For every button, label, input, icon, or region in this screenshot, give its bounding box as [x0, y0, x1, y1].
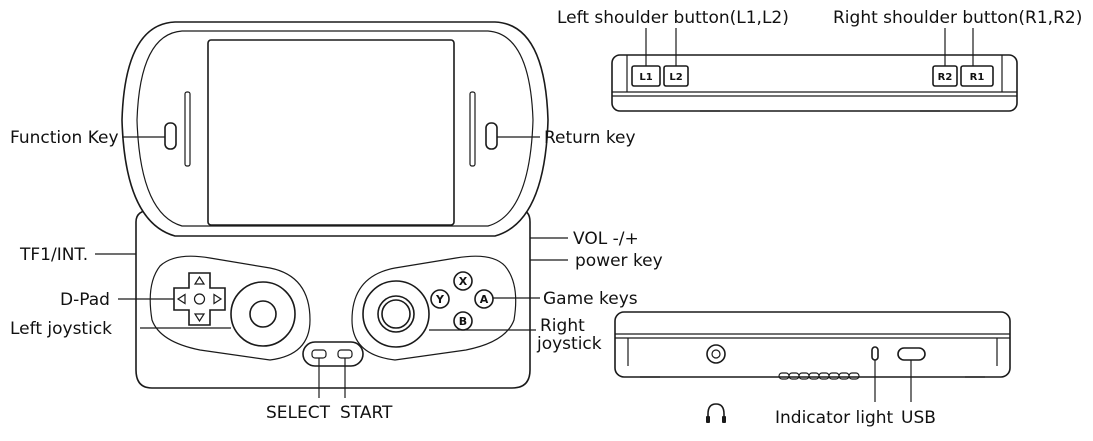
indicator-light — [871, 346, 879, 361]
top-view-body — [611, 54, 1018, 112]
return-key-label: Return key — [544, 128, 636, 148]
face-buttons: X Y A B — [430, 271, 494, 331]
device-upper-inner-edge — [136, 30, 534, 227]
indicator-light-label: Indicator light — [775, 408, 894, 428]
r1-button-label: R1 — [970, 72, 985, 83]
face-button-a — [474, 289, 494, 309]
right-grille — [469, 91, 476, 167]
vol-label: VOL -/+ — [573, 229, 639, 249]
face-button-x — [453, 271, 473, 291]
screen — [207, 39, 455, 226]
l2-button-label: L2 — [669, 72, 682, 83]
game-keys-label: Game keys — [543, 289, 638, 309]
select-label: SELECT — [266, 403, 331, 423]
function-key-label: Function Key — [10, 128, 119, 148]
front-view: X Y A B Function Key Return key TF1/INT. — [10, 21, 663, 423]
speaker-grille — [778, 372, 860, 380]
start-label: START — [340, 403, 393, 423]
right-joystick-label-line1: Right — [540, 316, 585, 336]
left-shoulder-label: Left shoulder button(L1,L2) — [557, 8, 789, 28]
function-key — [164, 122, 177, 150]
power-key-label: power key — [575, 251, 663, 271]
face-button-y — [430, 289, 450, 309]
l1-button-label: L1 — [639, 72, 652, 83]
face-button-b-label: B — [459, 315, 467, 328]
top-view: L1 L2 R2 R1 Left shoulder button(L1,L2) … — [557, 8, 1082, 112]
left-joystick-label: Left joystick — [10, 319, 112, 339]
r2-button-label: R2 — [938, 72, 953, 83]
dpad-label: D-Pad — [60, 290, 110, 310]
usb-port — [897, 347, 926, 361]
left-grille — [184, 91, 191, 167]
dpad — [173, 272, 226, 326]
left-joystick — [230, 281, 296, 347]
face-button-x-label: X — [459, 275, 468, 288]
right-joystick — [362, 280, 430, 348]
headphone-jack — [706, 344, 726, 364]
face-button-a-label: A — [480, 293, 489, 306]
right-joystick-label-line2: joystick — [536, 334, 602, 354]
select-start-panel — [302, 341, 364, 367]
right-shoulder-label: Right shoulder button(R1,R2) — [833, 8, 1082, 28]
bottom-view-body — [614, 311, 1011, 378]
usb-label: USB — [901, 408, 936, 428]
r1-button — [960, 65, 994, 87]
headphone-icon — [706, 403, 726, 423]
face-button-y-label: Y — [435, 293, 445, 306]
tf1-int-label: TF1/INT. — [19, 245, 88, 265]
bottom-view: Indicator light USB — [614, 311, 1011, 428]
return-key — [485, 122, 498, 150]
